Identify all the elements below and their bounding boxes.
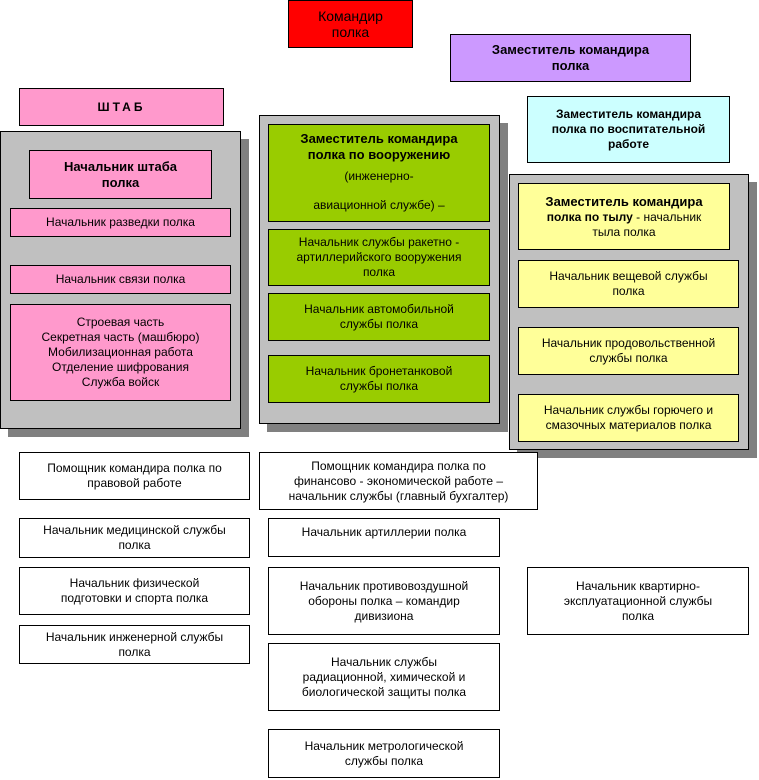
physical-training-chief-box: Начальник физической подготовки и спорта… [19,567,250,615]
food-service-chief-box: Начальник продовольственной службы полка [518,327,739,375]
commander-line1: Командир [318,8,383,24]
medical-service-chief-box: Начальник медицинской службы полка [19,518,250,558]
signals-chief-box: Начальник связи полка [10,265,231,294]
commander-line2: полка [331,24,370,40]
deputy-armament-box: Заместитель командира полка по вооружени… [268,124,490,222]
deputy-commander-line2: полка [551,58,590,73]
deputy-commander-line1: Заместитель командира [491,42,650,57]
deputy-education-box: Заместитель командира полка по воспитате… [527,96,730,163]
air-defense-chief-box: Начальник противовоздушной обороны полка… [268,567,500,635]
armor-service-chief-box: Начальник бронетанковой службы полка [268,355,490,403]
engineer-service-chief-box: Начальник инженерной службы полка [19,625,250,664]
fuel-service-chief-box: Начальник службы горючего и смазочных ма… [518,394,739,442]
housing-service-chief-box: Начальник квартирно- эксплуатационной сл… [527,567,749,635]
chief-of-staff-box: Начальник штаба полка [29,150,212,199]
chemical-defense-chief-box: Начальник службы радиационной, химическо… [268,643,500,711]
deputy-rear-box: Заместитель командира полка по тылу - на… [518,183,730,250]
legal-assistant-box: Помощник командира полка по правовой раб… [19,452,250,500]
auto-service-chief-box: Начальник автомобильной службы полка [268,293,490,341]
staff-header: ШТАБ [19,88,224,126]
clothing-service-chief-box: Начальник вещевой службы полка [518,260,739,308]
metrology-service-chief-box: Начальник метрологической службы полка [268,729,500,778]
recon-chief-box: Начальник разведки полка [10,208,231,237]
finance-assistant-box: Помощник командира полка по финансово - … [259,452,538,510]
rocket-artillery-chief-box: Начальник службы ракетно - артиллерийско… [268,229,490,286]
deputy-commander-box: Заместитель командира полка [450,34,691,82]
artillery-chief-box: Начальник артиллерии полка [268,518,500,557]
staff-units-box: Строевая часть Секретная часть (машбюро)… [10,304,231,401]
commander-box: Командир полка [288,0,413,48]
